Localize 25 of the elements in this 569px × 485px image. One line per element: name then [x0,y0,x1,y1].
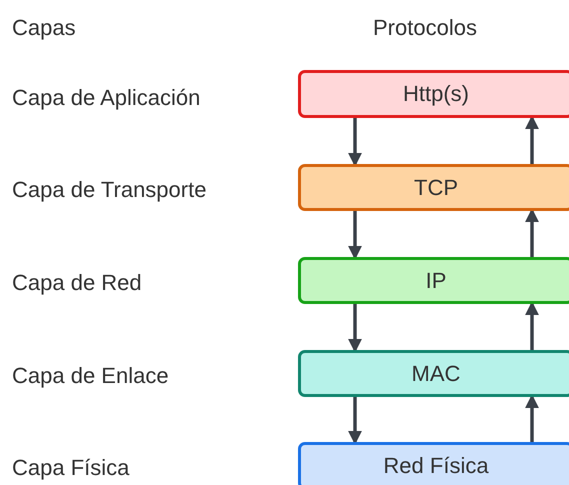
arrow [348,118,362,167]
protocol-name: IP [426,268,446,294]
arrow [525,301,539,350]
protocol-name: TCP [414,174,458,200]
layer-label: Capa de Enlace [12,365,169,387]
arrow [525,115,539,164]
arrow [348,211,362,260]
protocol-box [298,164,569,211]
layer-label: Capa Física [12,457,130,479]
layer-label: Capa de Red [12,272,142,294]
layer-label: Capa de Transporte [12,179,206,201]
protocol-box [298,350,569,397]
column-header: Capas [12,17,76,39]
protocol-box [298,442,569,485]
column-header: Protocolos [373,17,477,39]
protocol-box [298,257,569,304]
layer-label: Capa de Aplicación [12,87,200,109]
protocol-name: MAC [412,360,460,386]
arrow [348,304,362,353]
protocol-name: Red Física [383,453,489,479]
arrow [525,208,539,257]
arrow [525,394,539,442]
arrow [348,397,362,445]
protocol-box [298,70,569,118]
protocol-name: Http(s) [403,81,469,107]
